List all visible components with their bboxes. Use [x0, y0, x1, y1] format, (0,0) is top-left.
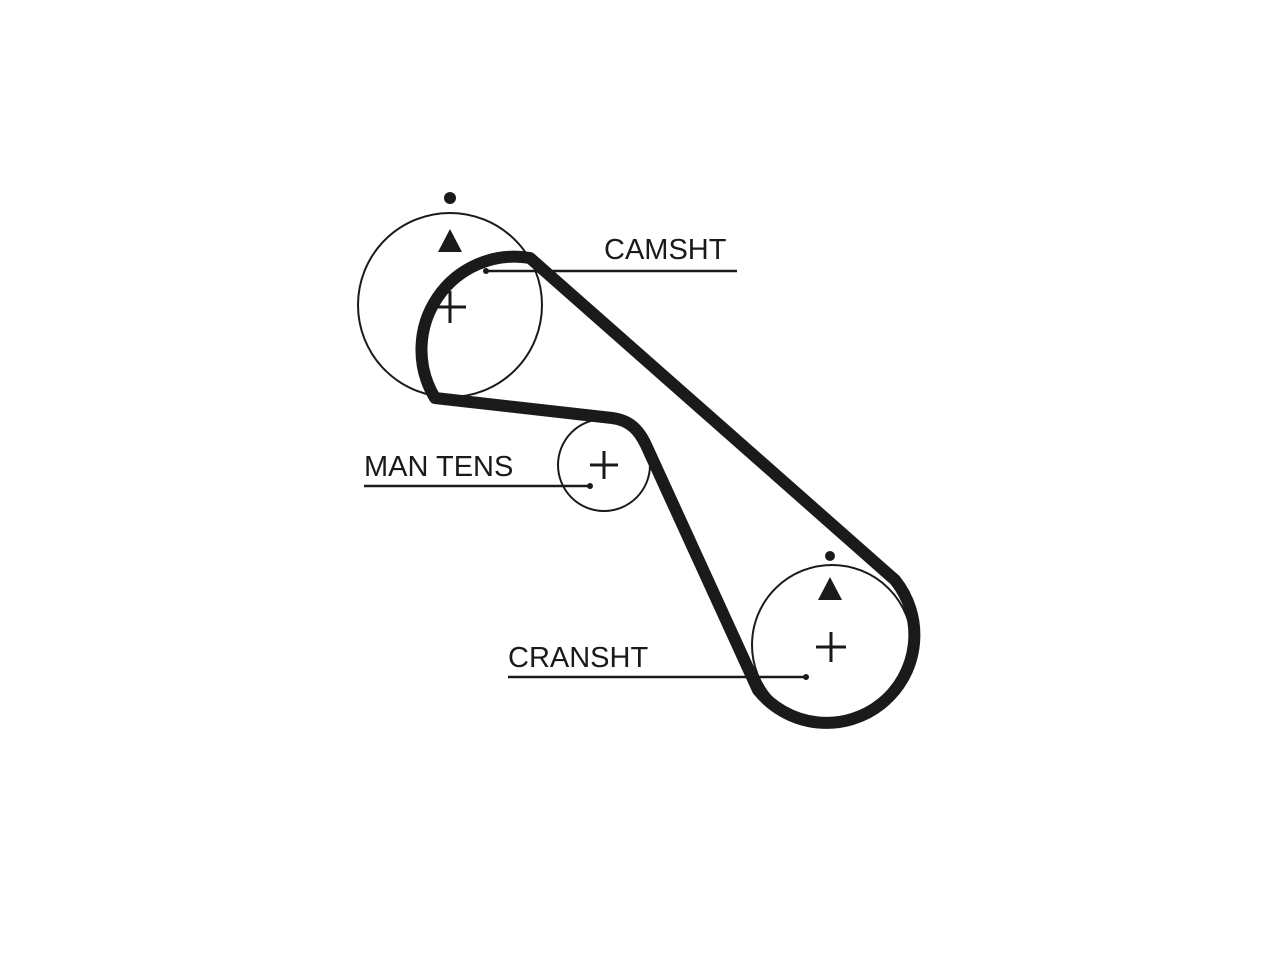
crankshaft-timing-dot — [825, 551, 835, 561]
camshaft-timing-arrow — [438, 229, 462, 252]
crankshaft-center-cross — [816, 632, 846, 662]
crankshaft-leader — [508, 674, 809, 680]
camshaft-center-cross — [434, 291, 466, 323]
camshaft-leader — [483, 268, 737, 274]
crankshaft-label: CRANSHT — [508, 642, 648, 674]
tensioner-center-cross — [590, 451, 618, 479]
crankshaft-timing-arrow — [818, 577, 842, 600]
tensioner-leader — [364, 483, 593, 489]
timing-belt — [415, 250, 921, 729]
tensioner-label: MAN TENS — [364, 451, 513, 483]
camshaft-label: CAMSHT — [604, 234, 727, 266]
camshaft-timing-dot — [444, 192, 456, 204]
